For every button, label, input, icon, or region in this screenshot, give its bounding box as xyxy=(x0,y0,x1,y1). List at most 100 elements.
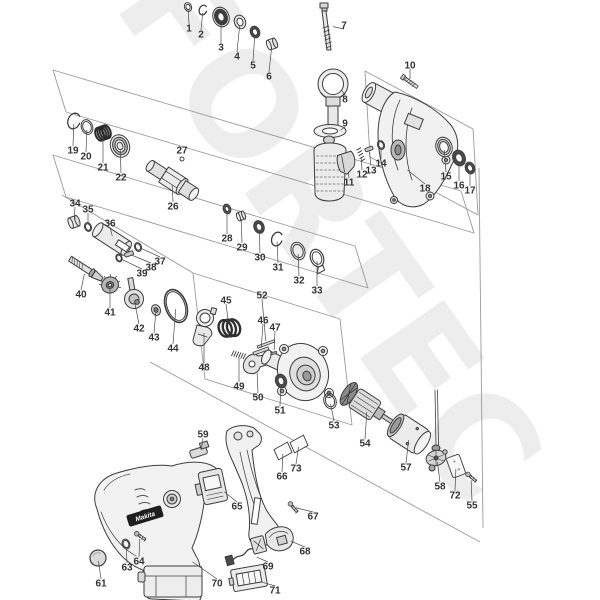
part-glyph-20 xyxy=(80,119,94,135)
leader-line-34 xyxy=(73,206,76,220)
part-glyph-28 xyxy=(222,203,232,215)
motor-yoke-shape xyxy=(386,413,432,455)
part-glyph-55 xyxy=(465,471,478,483)
leader-line-55 xyxy=(470,479,473,502)
leader-line-39 xyxy=(121,258,143,270)
part-label-54: 54 xyxy=(359,439,371,450)
part-label-45: 45 xyxy=(220,296,232,307)
part-label-16: 16 xyxy=(453,181,465,192)
construction-line-1 xyxy=(478,167,484,529)
spindle-shape xyxy=(145,160,200,201)
part-glyph-21 xyxy=(94,124,112,142)
leader-line-51 xyxy=(279,383,282,407)
part-label-42: 42 xyxy=(133,324,145,335)
part-label-66: 66 xyxy=(276,472,288,483)
part-label-4: 4 xyxy=(234,52,240,63)
part-label-55: 55 xyxy=(466,501,478,512)
part-label-33: 33 xyxy=(311,286,323,297)
leader-line-63 xyxy=(125,546,128,564)
part-glyph-1 xyxy=(183,2,193,12)
part-label-30: 30 xyxy=(254,253,266,264)
part-label-28: 28 xyxy=(221,234,233,245)
leader-line-13 xyxy=(369,151,372,167)
part-label-6: 6 xyxy=(266,72,272,83)
part-glyph-15 xyxy=(435,136,453,158)
lead-wire-shape xyxy=(224,535,267,567)
part-glyph-17 xyxy=(464,161,476,175)
part-label-43: 43 xyxy=(148,333,160,344)
leader-line-69 xyxy=(256,556,269,563)
leader-line-32 xyxy=(297,253,300,277)
part-glyph-19 xyxy=(67,112,81,130)
spline-shaft-shape xyxy=(68,255,104,282)
housing-right-half-shape xyxy=(225,425,281,547)
leader-line-40 xyxy=(80,273,85,291)
part-label-59: 59 xyxy=(197,430,209,441)
part-label-5: 5 xyxy=(250,61,256,72)
part-glyph-14 xyxy=(376,140,386,150)
part-glyph-51 xyxy=(274,373,288,389)
part-label-17: 17 xyxy=(464,186,476,197)
leader-line-29 xyxy=(240,218,243,244)
part-glyph-22 xyxy=(109,134,131,158)
part-glyph-30 xyxy=(253,220,265,234)
leader-line-30 xyxy=(258,229,261,254)
leader-line-44 xyxy=(172,308,177,345)
leader-line-45 xyxy=(225,303,229,325)
part-glyph-66 xyxy=(273,441,293,461)
part-label-34: 34 xyxy=(69,199,81,210)
part-glyph-73 xyxy=(289,434,309,454)
leader-line-54 xyxy=(364,411,368,440)
part-label-57: 57 xyxy=(400,463,412,474)
leader-line-53 xyxy=(330,403,335,422)
part-label-36: 36 xyxy=(104,219,116,230)
part-label-7: 7 xyxy=(341,21,347,32)
leader-line-12 xyxy=(360,157,363,171)
armature-shape xyxy=(339,382,400,429)
part-glyph-3 xyxy=(212,6,230,28)
part-label-9: 9 xyxy=(342,119,348,130)
part-glyph-43 xyxy=(150,304,162,316)
housing-left-half-shape: Makita xyxy=(94,461,223,600)
leader-line-72 xyxy=(454,468,457,492)
part-label-64: 64 xyxy=(133,557,145,568)
part-label-38: 38 xyxy=(145,263,157,274)
part-glyph-67 xyxy=(287,501,299,514)
part-label-58: 58 xyxy=(434,482,446,493)
part-label-68: 68 xyxy=(299,547,311,558)
leader-line-71 xyxy=(260,581,276,587)
part-label-44: 44 xyxy=(167,344,179,355)
part-glyphs xyxy=(67,2,478,567)
part-label-50: 50 xyxy=(252,393,264,404)
part-label-52: 52 xyxy=(256,291,268,302)
part-label-67: 67 xyxy=(307,512,319,523)
part-label-8: 8 xyxy=(342,95,348,106)
part-glyph-37 xyxy=(133,242,143,252)
part-label-69: 69 xyxy=(262,562,274,573)
part-glyph-32 xyxy=(290,241,306,261)
part-label-14: 14 xyxy=(375,159,387,170)
side-handle-bolt-shape xyxy=(319,2,332,51)
terminal-block-shape xyxy=(228,564,268,592)
part-glyph-5 xyxy=(249,25,261,39)
leader-line-43 xyxy=(153,312,157,334)
leader-line-66 xyxy=(281,453,284,473)
switch-block-shape xyxy=(194,467,229,506)
part-glyph-13 xyxy=(364,145,374,153)
leader-line-70 xyxy=(192,561,218,580)
leader-lines xyxy=(72,9,473,587)
leader-line-7 xyxy=(332,26,345,30)
leader-line-20 xyxy=(85,129,88,153)
part-glyph-27 xyxy=(179,156,185,162)
part-label-3: 3 xyxy=(218,43,224,54)
part-label-40: 40 xyxy=(75,290,87,301)
leader-line-57 xyxy=(405,439,410,464)
leader-line-38 xyxy=(131,254,152,264)
part-label-21: 21 xyxy=(97,163,109,174)
part-label-72: 72 xyxy=(449,491,461,502)
bottom-cover-shape xyxy=(264,526,294,552)
part-label-12: 12 xyxy=(356,170,368,181)
part-label-31: 31 xyxy=(272,263,284,274)
leader-line-65 xyxy=(224,491,238,503)
